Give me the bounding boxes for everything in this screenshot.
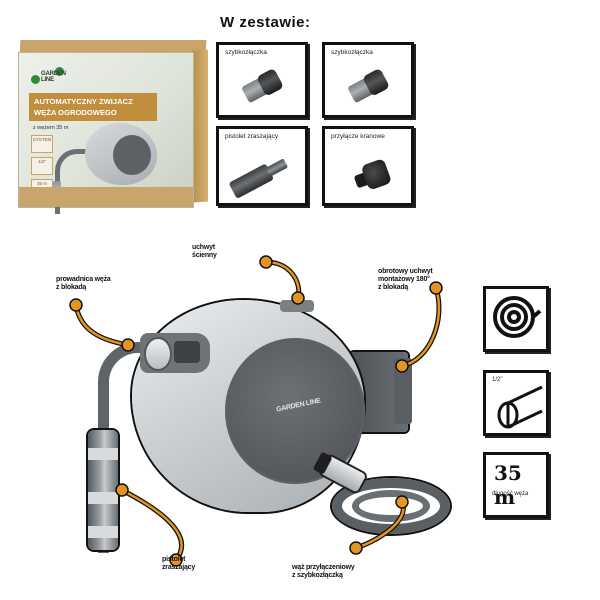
- contents-item: pistolet zraszający: [216, 126, 308, 206]
- leaf-icon: [55, 67, 64, 76]
- box-subtitle: z wężem 35 m: [33, 125, 69, 131]
- brand-logo: GARDEN LINE: [31, 65, 66, 87]
- callout-text: wąż przyłączeniowy: [292, 564, 355, 571]
- spray-gun: [88, 430, 118, 550]
- connector-icon: [240, 67, 286, 105]
- callout-text: ścienny: [192, 252, 217, 259]
- contents-item: szybkozłączka: [322, 42, 414, 118]
- brand-name: GARDEN LINE: [41, 71, 66, 83]
- reel-disc: [225, 338, 365, 484]
- connector-hose-coil-inner: [352, 490, 430, 522]
- contents-item: przyłącze kranowe: [322, 126, 414, 206]
- product-box: GARDEN LINE AUTOMATYCZNY ZWIJACZ WĘŻA OG…: [14, 40, 210, 214]
- contents-title: W zestawie:: [220, 14, 311, 31]
- callout-dot: [349, 541, 363, 555]
- callout-line-handle: [264, 260, 301, 300]
- hose-diameter-icon: [497, 385, 543, 429]
- hose-coil-icon: [493, 296, 542, 338]
- contents-item-label: szybkozłączka: [331, 49, 373, 56]
- box-title-banner: AUTOMATYCZNY ZWIJACZ WĘŻA OGRODOWEGO: [29, 93, 157, 121]
- box-reel-image: [85, 123, 157, 185]
- contents-item-label: pistolet zraszający: [225, 133, 279, 140]
- box-side: [192, 49, 208, 203]
- feature-auto-rewind: [483, 286, 549, 352]
- tap-adapter-icon: [351, 158, 393, 196]
- box-title-line1: AUTOMATYCZNY ZWIJACZ: [34, 97, 133, 106]
- feature-label: długość węża: [492, 491, 529, 497]
- callout-inlet: prowadnica węża z blokadą: [56, 276, 111, 292]
- callout-text: z szybkozłączką: [292, 572, 343, 579]
- hose-guide: [140, 333, 210, 373]
- feature-hose-length: 35 m długość węża: [483, 452, 549, 518]
- callout-text: uchwyt: [192, 244, 215, 251]
- callout-text: obrotowy uchwyt: [378, 268, 433, 275]
- callout-handle: uchwyt ścienny: [192, 244, 217, 260]
- auto-rewind-icon: SYSTEM: [31, 135, 53, 153]
- callout-text: prowadnica węża: [56, 276, 111, 283]
- callout-bracket: obrotowy uchwyt montażowy 180° z blokadą: [378, 268, 433, 292]
- box-front: GARDEN LINE AUTOMATYCZNY ZWIJACZ WĘŻA OG…: [18, 52, 194, 214]
- box-stripe: [19, 187, 193, 207]
- callout-text: montażowy 180°: [378, 276, 430, 283]
- callout-dot: [259, 255, 273, 269]
- callout-text: zraszający: [162, 564, 196, 571]
- callout-connector-hose: wąż przyłączeniowy z szybkozłączką: [292, 564, 355, 580]
- contents-item-label: szybkozłączka: [225, 49, 267, 56]
- reel-handle: [280, 300, 314, 312]
- contents-item-label: przyłącze kranowe: [331, 133, 385, 140]
- hose-diameter-icon: 1/2": [31, 157, 53, 175]
- leaf-icon: [31, 75, 40, 84]
- feature-label: 1/2": [492, 377, 503, 383]
- callout-nozzle: pistolet zraszający: [162, 556, 195, 572]
- callout-text: z blokadą: [378, 284, 409, 291]
- callout-text: z blokadą: [56, 284, 87, 291]
- callout-dot: [69, 298, 83, 312]
- callout-line-inlet: [74, 303, 130, 347]
- callout-text: pistolet: [162, 556, 186, 563]
- hose-length-value: 35 m: [494, 461, 522, 509]
- contents-item: szybkozłączka: [216, 42, 308, 118]
- connector-icon: [346, 67, 392, 105]
- box-title-line2: WĘŻA OGRODOWEGO: [34, 108, 117, 117]
- feature-hose-diameter: 1/2": [483, 370, 549, 436]
- spray-nozzle-icon: [228, 153, 294, 199]
